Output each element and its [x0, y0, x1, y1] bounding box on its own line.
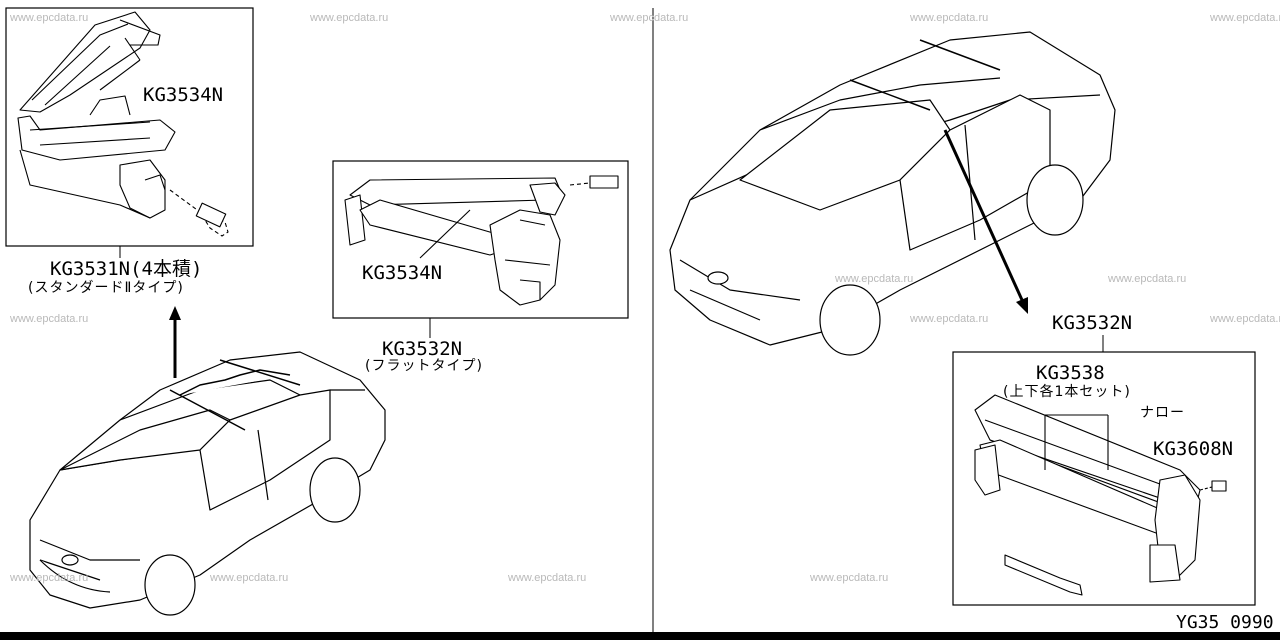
watermark: www.epcdata.ru [508, 572, 587, 584]
carrier-part-illustration-1 [17, 11, 229, 237]
part-label-kg3532n-right: KG3532N [1052, 312, 1133, 334]
watermark: www.epcdata.ru [810, 572, 889, 584]
detail-box-kg3532n [332, 160, 629, 319]
part-label-kg3534n-mid: KG3534N [362, 262, 443, 284]
detail-box-kg3531n [5, 7, 254, 247]
carrier-part-illustration-3 [974, 394, 1227, 596]
watermark: www.epcdata.ru [1108, 273, 1187, 285]
detail-box-kg3538 [952, 351, 1256, 606]
part-label-kg3534n: KG3534N [143, 84, 224, 106]
part-label-kg3531n: KG3531N(4本積) [50, 258, 203, 280]
part-sublabel-kg3532n-left: (フラットタイプ) [365, 358, 483, 374]
part-label-kg3532n-left: KG3532N [382, 338, 463, 360]
watermark: www.epcdata.ru [310, 12, 389, 24]
part-sublabel-kg3531n: (スタンダードⅡタイプ) [28, 280, 184, 296]
part-label-narrow: ナロー [1140, 405, 1185, 421]
watermark: www.epcdata.ru [10, 572, 89, 584]
car-illustration-right [669, 31, 1116, 356]
car-illustration-left [29, 351, 386, 616]
diagram-code: YG35 0990 [1176, 612, 1274, 633]
watermark: www.epcdata.ru [1210, 12, 1280, 24]
arrow-left-up [169, 306, 181, 378]
watermark: www.epcdata.ru [10, 12, 89, 24]
watermark: www.epcdata.ru [610, 12, 689, 24]
carrier-part-illustration-2 [344, 175, 619, 306]
part-sublabel-kg3538: (上下各1本セット) [1003, 384, 1131, 400]
part-label-kg3538: KG3538 [1036, 362, 1105, 384]
watermark: www.epcdata.ru [910, 12, 989, 24]
watermark: www.epcdata.ru [1210, 313, 1280, 325]
watermark: www.epcdata.ru [210, 572, 289, 584]
arrow-right-down [943, 129, 1028, 314]
watermark: www.epcdata.ru [10, 313, 89, 325]
bottom-border [0, 632, 1280, 640]
watermark: www.epcdata.ru [910, 313, 989, 325]
watermark: www.epcdata.ru [835, 273, 914, 285]
part-label-kg3608n: KG3608N [1153, 438, 1234, 460]
